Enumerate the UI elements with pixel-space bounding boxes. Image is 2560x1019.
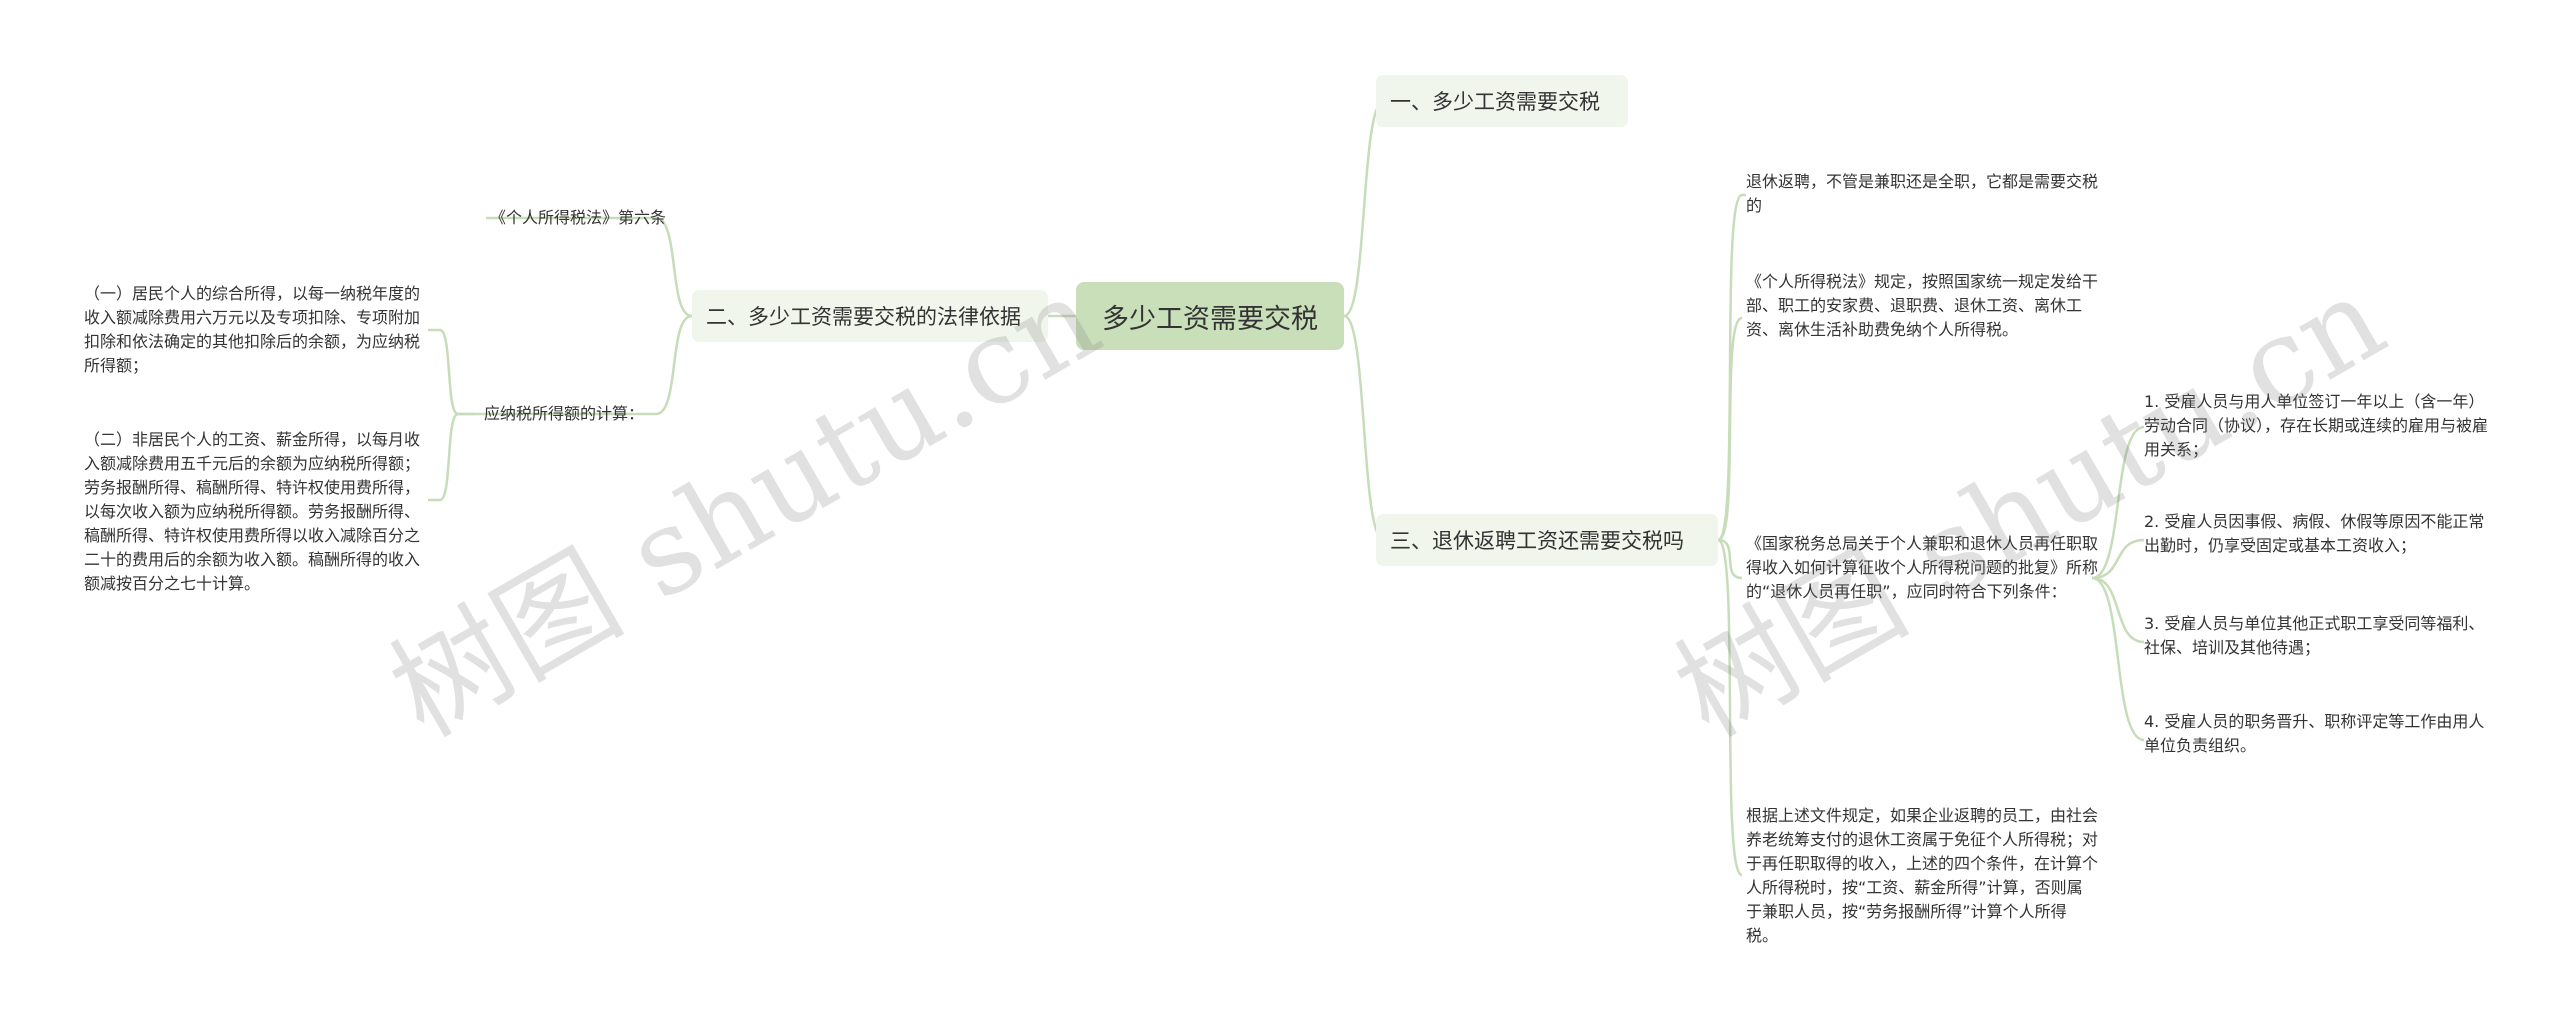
rehire-conditions-intro[interactable]: 《国家税务总局关于个人兼职和退休人员再任职取得收入如何计算征收个人所得税问题的批…	[1746, 534, 2099, 601]
root-topic[interactable]: 多少工资需要交税	[1076, 282, 1344, 350]
resident-comprehensive-income-item[interactable]: （一）居民个人的综合所得，以每一纳税年度的收入额减除费用六万元以及专项扣除、专项…	[84, 284, 421, 375]
condition-3-equal-benefits[interactable]: 3. 受雇人员与单位其他正式职工享受同等福利、社保、培训及其他待遇；	[2144, 614, 2485, 657]
branch-how-much-salary-taxed[interactable]: 一、多少工资需要交税	[1376, 75, 1628, 127]
connector-b3-t2	[1717, 316, 1743, 542]
condition-2-fixed-salary[interactable]: 2. 受雇人员因事假、病假、休假等原因不能正常出勤时，仍享受固定或基本工资收入；	[2144, 512, 2485, 555]
pension-exemption-rule[interactable]: 《个人所得税法》规定，按照国家统一规定发给干部、职工的安家费、退职费、退休工资、…	[1746, 272, 2099, 339]
connector-t3-c2	[2091, 538, 2145, 580]
branch-retiree-rehire-tax[interactable]: 三、退休返聘工资还需要交税吗	[1376, 514, 1718, 566]
connector-t3-c3	[2091, 576, 2145, 644]
connector-b3-t1	[1716, 193, 1744, 542]
connector-calc-item2	[428, 412, 474, 502]
branch-legal-basis[interactable]: 二、多少工资需要交税的法律依据	[692, 290, 1048, 342]
connector-root-b1	[1343, 99, 1628, 318]
connector-root-b3	[1343, 314, 1718, 542]
law-article-reference[interactable]: 《个人所得税法》第六条	[489, 208, 666, 227]
taxable-income-calc-label[interactable]: 应纳税所得额的计算：	[483, 404, 644, 423]
connector-calc-item1	[428, 328, 474, 416]
nonresident-income-item[interactable]: （二）非居民个人的工资、薪金所得，以每月收入额减除费用五千元后的余额为应纳税所得…	[84, 430, 421, 593]
connector-t3-c4	[2091, 576, 2145, 742]
connector-b3-t4	[1716, 538, 1744, 877]
condition-4-promotion[interactable]: 4. 受雇人员的职务晋升、职称评定等工作由用人单位负责组织。	[2144, 712, 2485, 755]
rehire-tax-conclusion[interactable]: 根据上述文件规定，如果企业返聘的员工，由社会养老统筹支付的退休工资属于免征个人所…	[1746, 806, 2099, 945]
connector-b2-law	[486, 216, 693, 318]
connector-b3-t3	[1717, 538, 1743, 580]
rehire-tax-answer[interactable]: 退休返聘，不管是兼职还是全职，它都是需要交税的	[1746, 172, 2099, 215]
connector-t3-c1	[2091, 425, 2145, 580]
condition-1-labor-contract[interactable]: 1. 受雇人员与用人单位签订一年以上（含一年）劳动合同（协议），存在长期或连续的…	[2144, 392, 2489, 459]
connector-b2-calc	[474, 314, 693, 416]
